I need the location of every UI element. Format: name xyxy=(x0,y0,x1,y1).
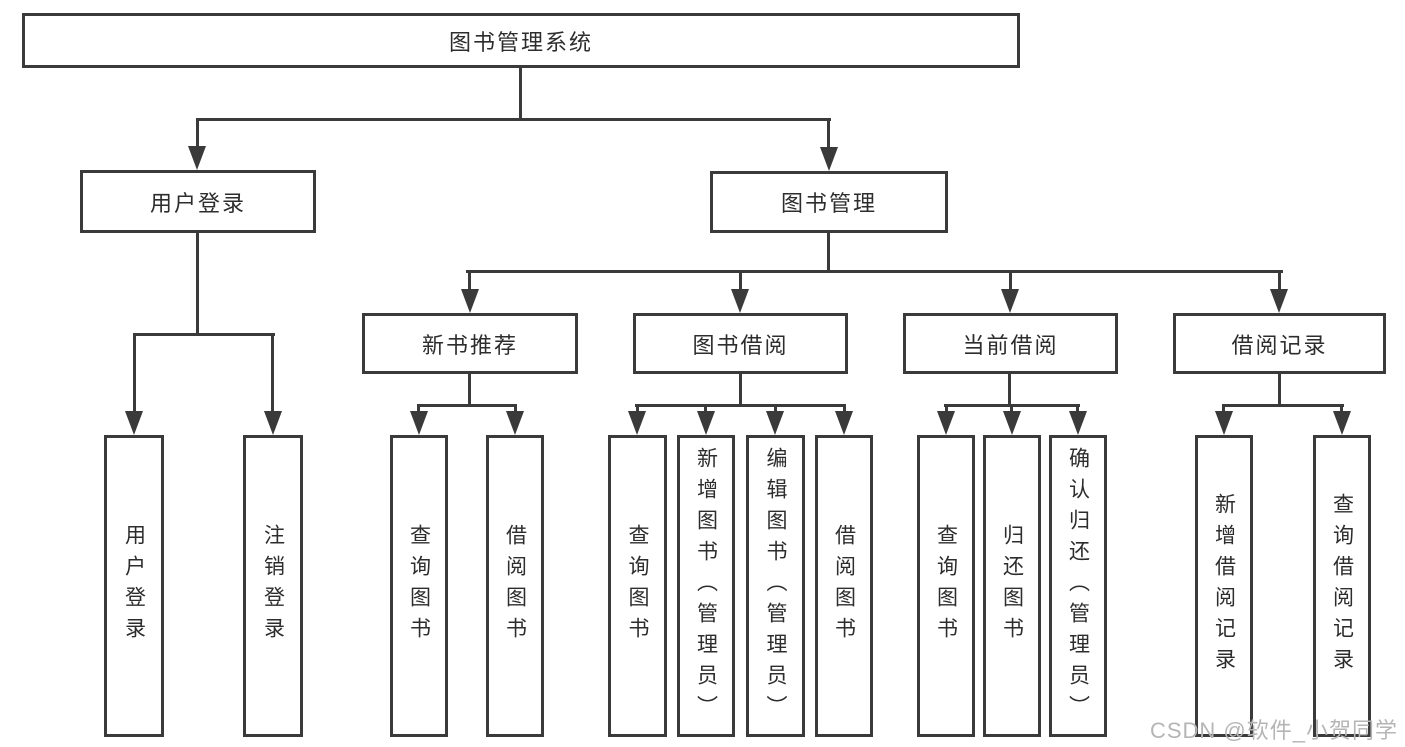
leaf-borrowing-add-books-admin: 新增图书（管理员） xyxy=(677,435,735,737)
connector-line xyxy=(774,404,777,414)
node-label: 注销登录 xyxy=(261,524,285,648)
connector-line xyxy=(739,372,742,406)
connector-line xyxy=(468,372,471,406)
connector-line xyxy=(196,230,199,336)
arrowhead-icon xyxy=(628,411,646,435)
connector-line xyxy=(945,404,948,414)
node-label: 查询图书 xyxy=(626,524,649,648)
leaf-current-return-books: 归还图书 xyxy=(983,435,1041,737)
connector-line xyxy=(1008,372,1011,406)
node-label: 图书管理 xyxy=(780,191,877,216)
node-label: 新书推荐 xyxy=(421,332,518,358)
connector-line xyxy=(133,333,136,415)
arrowhead-icon xyxy=(1003,411,1021,435)
arrowhead-icon xyxy=(1333,411,1351,435)
node-user-login: 用户登录 xyxy=(80,170,316,233)
node-label: 查询借阅记录 xyxy=(1330,493,1354,679)
connector-line xyxy=(417,404,420,414)
arrowhead-icon xyxy=(461,289,479,313)
arrowhead-icon xyxy=(506,411,524,435)
node-current-borrowing: 当前借阅 xyxy=(903,313,1118,374)
connector-line xyxy=(1222,404,1344,407)
arrowhead-icon xyxy=(1215,411,1233,435)
connector-line xyxy=(1278,372,1281,406)
node-label: 确认归还（管理员） xyxy=(1066,446,1090,726)
connector-line xyxy=(519,66,522,121)
arrowhead-icon xyxy=(1270,289,1288,313)
connector-line xyxy=(1009,270,1012,293)
leaf-borrowing-query-books: 查询图书 xyxy=(608,435,667,737)
arrowhead-icon xyxy=(697,411,715,435)
connector-line xyxy=(739,270,742,293)
arrowhead-icon xyxy=(1069,411,1087,435)
watermark: CSDN @软件_小贺同学 xyxy=(1149,718,1398,743)
connector-line xyxy=(636,404,639,414)
connector-line xyxy=(704,404,707,414)
arrowhead-icon xyxy=(1001,289,1019,313)
arrowhead-icon xyxy=(937,411,955,435)
node-label: 新增借阅记录 xyxy=(1212,493,1236,679)
connector-line xyxy=(843,404,846,414)
leaf-borrowing-edit-books-admin: 编辑图书（管理员） xyxy=(746,435,805,737)
leaf-recommend-borrow-books: 借阅图书 xyxy=(486,435,544,737)
connector-line xyxy=(1278,270,1281,293)
node-label: 借阅图书 xyxy=(503,524,527,648)
arrowhead-icon xyxy=(820,147,838,171)
connector-line xyxy=(134,333,275,336)
node-label: 归还图书 xyxy=(1000,524,1024,648)
leaf-logout: 注销登录 xyxy=(243,435,303,737)
leaf-user-login: 用户登录 xyxy=(104,435,164,737)
leaf-current-confirm-return-admin: 确认归还（管理员） xyxy=(1049,435,1107,737)
node-label: 用户登录 xyxy=(122,524,146,648)
connector-line xyxy=(1222,404,1225,414)
connector-line xyxy=(827,231,830,273)
leaf-records-query-borrow-record: 查询借阅记录 xyxy=(1313,435,1371,737)
arrowhead-icon xyxy=(264,411,282,435)
connector-line xyxy=(468,270,471,293)
node-label: 图书借阅 xyxy=(692,332,789,358)
arrowhead-icon xyxy=(410,411,428,435)
node-label: 图书管理系统 xyxy=(448,29,593,55)
node-library-management-system: 图书管理系统 xyxy=(22,13,1020,68)
connector-line xyxy=(1010,404,1013,414)
arrowhead-icon xyxy=(125,411,143,435)
node-label: 借阅图书 xyxy=(832,524,856,648)
connector-line xyxy=(466,270,1283,273)
node-label: 编辑图书（管理员） xyxy=(764,446,787,726)
node-label: 查询图书 xyxy=(934,524,958,648)
connector-line xyxy=(196,118,199,151)
node-book-borrowing: 图书借阅 xyxy=(633,313,848,374)
node-label: 新增图书（管理员） xyxy=(694,446,718,726)
node-label: 借阅记录 xyxy=(1231,332,1328,358)
node-label: 当前借阅 xyxy=(962,332,1059,358)
arrowhead-icon xyxy=(731,289,749,313)
connector-line xyxy=(635,404,846,407)
connector-line xyxy=(514,404,517,414)
leaf-borrowing-borrow-books: 借阅图书 xyxy=(815,435,873,737)
connector-line xyxy=(1076,404,1079,414)
arrowhead-icon xyxy=(835,411,853,435)
arrowhead-icon xyxy=(766,411,784,435)
node-book-management: 图书管理 xyxy=(710,171,948,233)
connector-line xyxy=(1340,404,1343,414)
connector-line xyxy=(196,118,831,121)
leaf-current-query-books: 查询图书 xyxy=(917,435,975,737)
leaf-recommend-query-books: 查询图书 xyxy=(390,435,448,737)
arrowhead-icon xyxy=(188,146,206,170)
node-new-book-recommend: 新书推荐 xyxy=(362,313,578,374)
connector-line xyxy=(827,118,830,151)
node-label: 用户登录 xyxy=(149,190,246,216)
connector-line xyxy=(417,404,517,407)
node-borrow-records: 借阅记录 xyxy=(1173,313,1386,374)
connector-line xyxy=(271,333,274,415)
node-label: 查询图书 xyxy=(407,524,431,648)
leaf-records-add-borrow-record: 新增借阅记录 xyxy=(1195,435,1253,737)
